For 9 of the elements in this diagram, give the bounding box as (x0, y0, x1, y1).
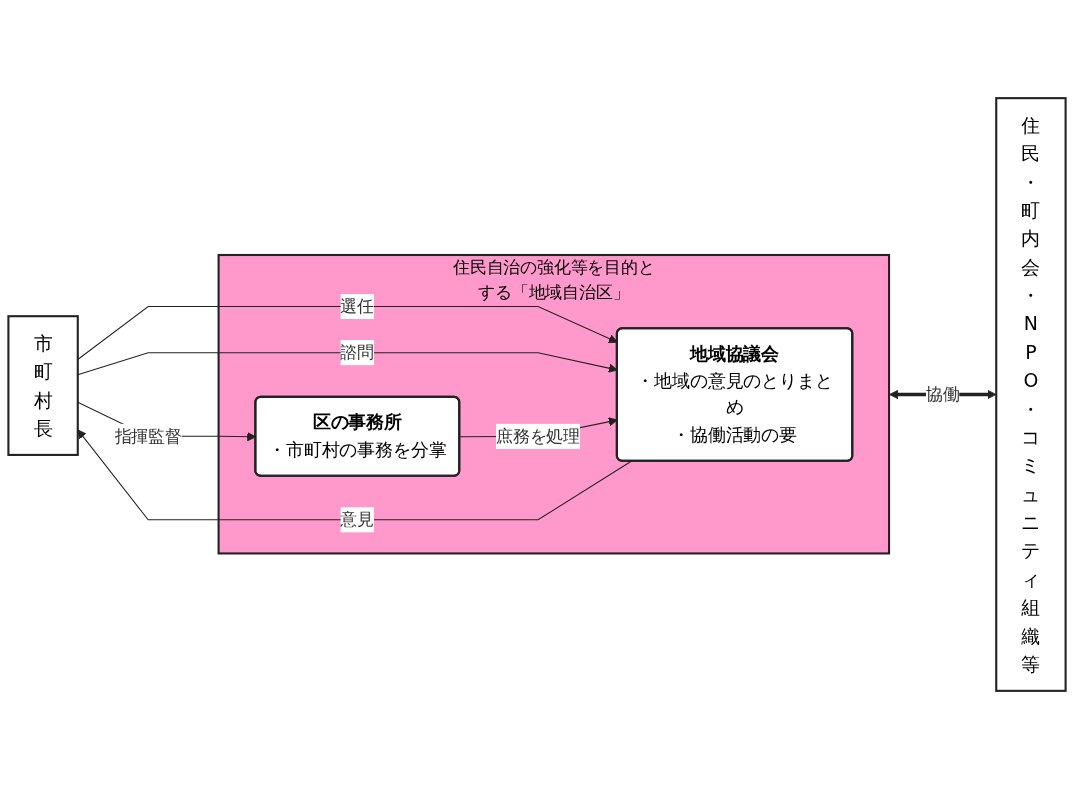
edge-label: 選任 (340, 295, 375, 316)
edge-label: 協働 (925, 383, 960, 404)
node-box: 住民・町内会・NPO・コミュニティ組織等 (995, 97, 1067, 692)
arrow (77, 429, 632, 521)
edge-label: 諮問 (340, 342, 375, 363)
edge-label: 指揮監督 (114, 425, 182, 446)
node-box: 市町村長 (7, 315, 79, 456)
edge-label: 庶務を処理 (496, 425, 581, 446)
edge-label: 意見 (340, 509, 375, 530)
